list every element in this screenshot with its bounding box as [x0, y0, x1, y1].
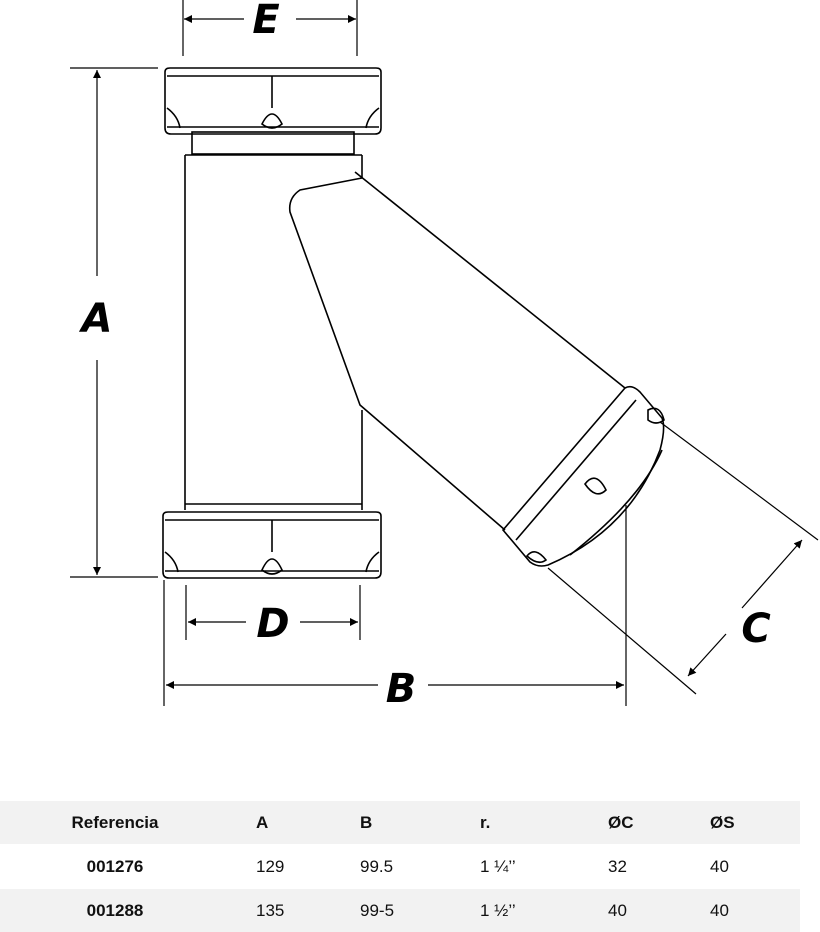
top-nut: [165, 68, 381, 134]
header-r: r.: [480, 801, 608, 845]
table-header-row: Referencia A B r. ØC ØS: [0, 801, 800, 845]
dimension-label-e: E: [252, 0, 279, 43]
cell-r: 1 ½’’: [480, 889, 608, 932]
specifications-table: Referencia A B r. ØC ØS 001276 129 99.5 …: [0, 800, 800, 932]
header-a: A: [230, 801, 360, 845]
cell-oc: 32: [608, 845, 710, 889]
cell-os: 40: [710, 889, 800, 932]
cell-a: 129: [230, 845, 360, 889]
y-fitting-body: [185, 132, 625, 530]
cell-oc: 40: [608, 889, 710, 932]
cell-a: 135: [230, 889, 360, 932]
cell-r: 1 ¼’’: [480, 845, 608, 889]
bottom-nut: [163, 512, 381, 578]
branch-nut: [503, 387, 664, 566]
fitting-technical-drawing: E A D B C: [0, 0, 820, 790]
dimension-label-b: B: [386, 666, 417, 712]
table-row: 001276 129 99.5 1 ¼’’ 32 40: [0, 845, 800, 889]
header-referencia: Referencia: [0, 801, 230, 845]
table-row: 001288 135 99-5 1 ½’’ 40 40: [0, 889, 800, 932]
dimension-label-a: A: [79, 296, 113, 342]
dimension-label-d: D: [256, 601, 289, 647]
cell-os: 40: [710, 845, 800, 889]
cell-b: 99-5: [360, 889, 480, 932]
header-b: B: [360, 801, 480, 845]
cell-referencia: 001276: [0, 845, 230, 889]
header-os: ØS: [710, 801, 800, 845]
dimension-lines: [70, 0, 818, 706]
header-oc: ØC: [608, 801, 710, 845]
cell-referencia: 001288: [0, 889, 230, 932]
cell-b: 99.5: [360, 845, 480, 889]
dimension-label-c: C: [741, 606, 770, 652]
